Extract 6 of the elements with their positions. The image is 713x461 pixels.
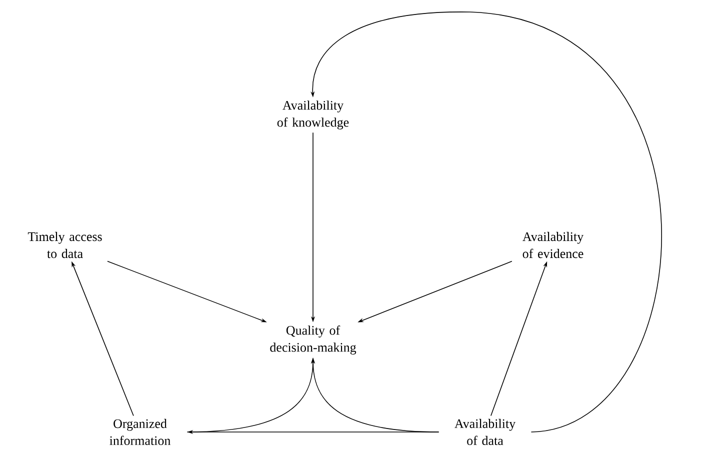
- node-label: Availability of data: [454, 418, 516, 446]
- node-label: Organized information: [110, 418, 170, 446]
- node-label: Availability of knowledge: [277, 100, 349, 130]
- node-label: Quality of decision-making: [270, 326, 356, 354]
- node-label: Timely access to data: [28, 232, 102, 258]
- node-label: Availability of evidence: [522, 232, 584, 258]
